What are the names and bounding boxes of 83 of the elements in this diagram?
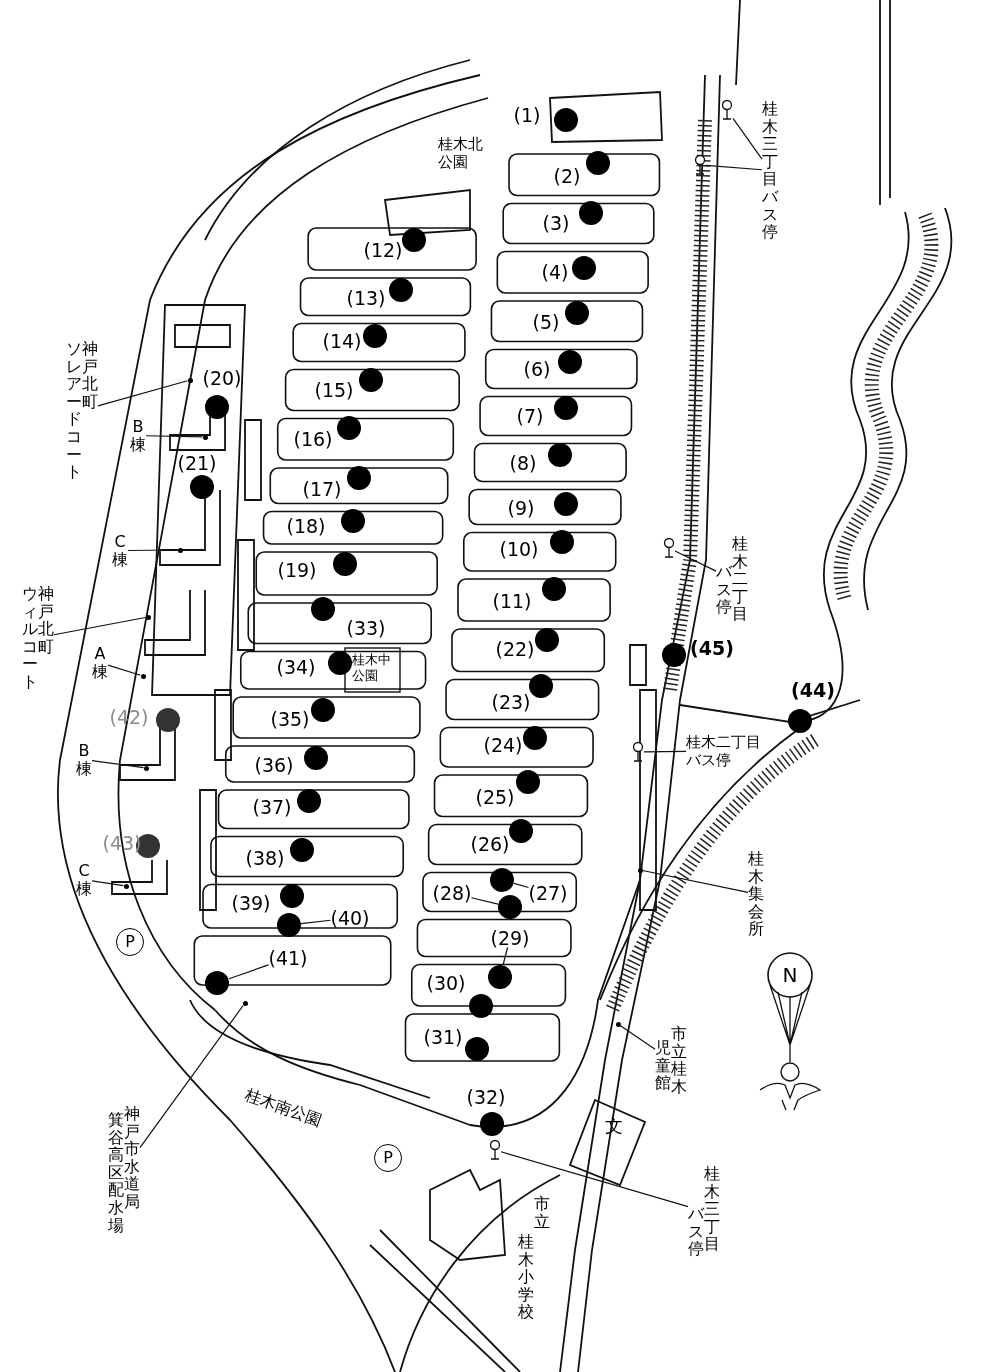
- place-name: 桂木二丁目バス停: [686, 733, 762, 769]
- location-number: (45): [690, 638, 734, 658]
- location-number: (17): [302, 479, 342, 499]
- park-name: 桂木南公園: [241, 1083, 326, 1133]
- location-number: (15): [314, 380, 354, 400]
- location-number: (31): [423, 1027, 463, 1047]
- leader-line: [300, 919, 332, 925]
- location-number: (36): [254, 755, 294, 775]
- location-number: (27): [528, 883, 568, 903]
- location-number: (9): [507, 498, 535, 518]
- leader-line: [127, 549, 179, 552]
- location-number: (2): [553, 166, 581, 186]
- leader-line: [228, 964, 270, 980]
- location-number: (39): [231, 893, 271, 913]
- location-number: (29): [490, 928, 530, 948]
- place-name: B棟: [130, 418, 146, 454]
- leader-line: [513, 882, 530, 889]
- leader-line: [145, 435, 204, 438]
- location-number: (18): [286, 516, 326, 536]
- location-number: (32): [466, 1087, 506, 1107]
- location-number: (8): [509, 453, 537, 473]
- leader-line: [470, 897, 499, 905]
- bus-stop-sign: [694, 154, 706, 176]
- bus-stop-sign: [663, 537, 675, 559]
- leader-line: [53, 616, 147, 636]
- leader-line: [619, 1025, 656, 1050]
- bus-stop-sign: [721, 99, 733, 121]
- place-name: 桂木三丁目バス停: [762, 100, 778, 241]
- location-number: (33): [346, 618, 386, 638]
- location-number: (44): [791, 680, 835, 700]
- location-number: (22): [495, 639, 535, 659]
- place-name: C棟: [76, 862, 92, 898]
- location-number: (28): [432, 883, 472, 903]
- location-number: (13): [346, 288, 386, 308]
- place-name: C棟: [112, 533, 128, 569]
- location-number: (20): [202, 368, 242, 388]
- leader-line: [97, 380, 189, 407]
- location-number: (21): [177, 453, 217, 473]
- leader-line: [705, 164, 763, 171]
- location-number: (7): [516, 406, 544, 426]
- bus-stop-sign: [632, 741, 644, 763]
- location-number: (19): [277, 560, 317, 580]
- location-number: (26): [470, 834, 510, 854]
- location-number: (12): [363, 240, 403, 260]
- leader-line: [674, 550, 717, 572]
- location-number: (37): [252, 797, 292, 817]
- location-number: (34): [276, 657, 316, 677]
- location-number: (14): [322, 331, 362, 351]
- place-name: 神戸北町ウィルコート: [22, 585, 54, 691]
- leader-line: [91, 880, 125, 887]
- leader-line: [500, 1151, 689, 1208]
- location-number: (38): [245, 848, 285, 868]
- leader-line: [91, 760, 145, 769]
- location-number: (30): [426, 973, 466, 993]
- leader-line: [107, 664, 142, 676]
- place-name: B棟: [76, 742, 92, 778]
- bus-stop-sign: [489, 1139, 501, 1161]
- location-number: (6): [523, 359, 551, 379]
- location-number: (41): [268, 948, 308, 968]
- park-name: 桂木中公園: [352, 652, 392, 684]
- leader-line: [641, 869, 749, 893]
- location-number: (25): [475, 787, 515, 807]
- place-name: 桂木集会所: [748, 850, 764, 938]
- leader-line: [643, 750, 687, 753]
- location-number: (4): [541, 262, 569, 282]
- place-name: 神戸北町ソレアードコート: [66, 340, 98, 481]
- location-number: (16): [293, 429, 333, 449]
- leader-line: [139, 1004, 244, 1149]
- place-name: A棟: [92, 645, 108, 681]
- location-number: (35): [270, 709, 310, 729]
- location-number: (10): [499, 539, 539, 559]
- location-number: (24): [483, 735, 523, 755]
- leader-line: [732, 117, 763, 160]
- location-number: (40): [330, 908, 370, 928]
- location-number: (5): [532, 312, 560, 332]
- location-number: (23): [491, 692, 531, 712]
- location-number: (3): [542, 213, 570, 233]
- map-symbol: N: [782, 965, 798, 985]
- location-number: (1): [513, 105, 541, 125]
- leader-line: [502, 946, 509, 966]
- place-name: 市立桂木小学校: [518, 1195, 550, 1321]
- location-number: (11): [492, 591, 532, 611]
- park-name: 桂木北公園: [438, 135, 484, 171]
